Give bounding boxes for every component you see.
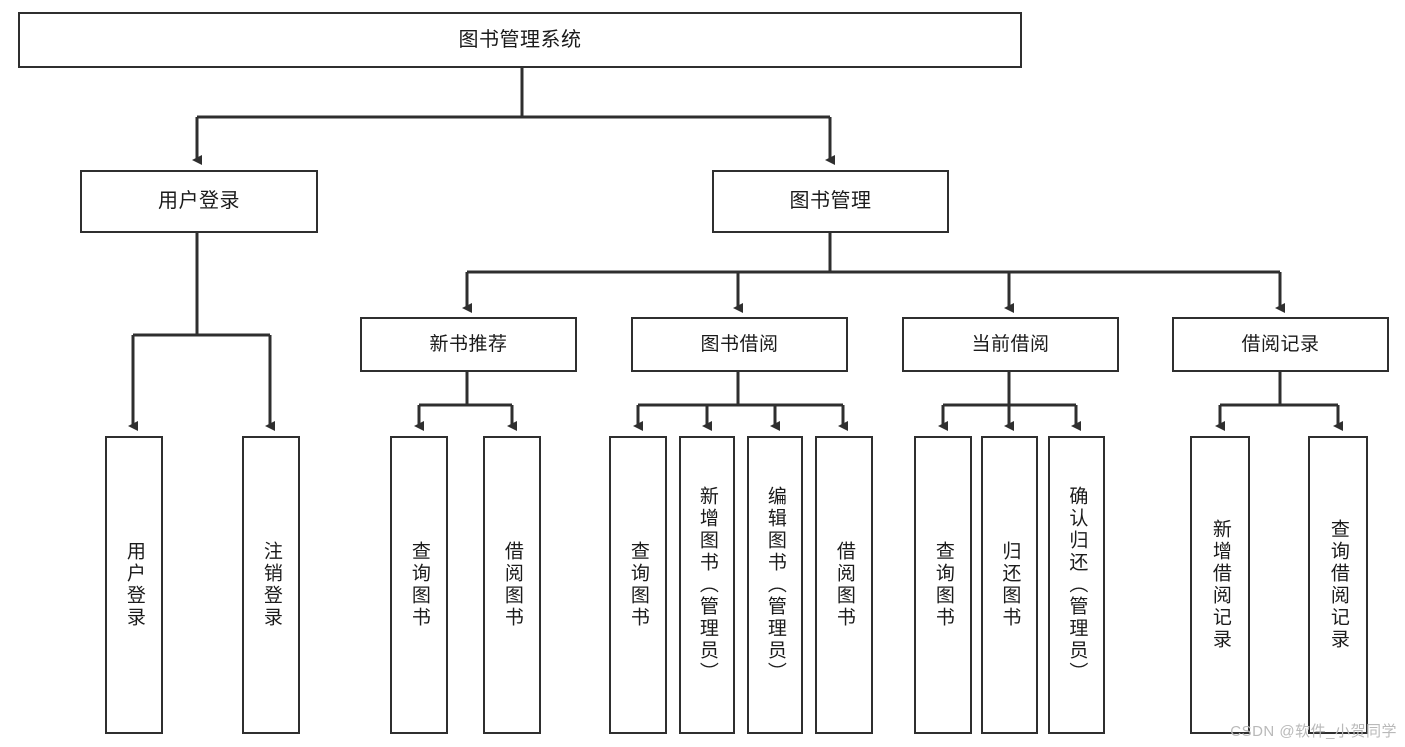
node-label: 用户登录 bbox=[123, 541, 145, 629]
node-label: 图书借阅 bbox=[700, 333, 779, 355]
node-leaf-user-login[interactable]: 用户登录 bbox=[105, 436, 163, 734]
node-label: 查询图书 bbox=[627, 541, 649, 629]
node-label: 编辑图书（管理员） bbox=[764, 486, 786, 684]
node-label: 归还图书 bbox=[999, 541, 1021, 629]
node-leaf-add-borrow-record[interactable]: 新增借阅记录 bbox=[1190, 436, 1250, 734]
node-label: 新书推荐 bbox=[429, 333, 508, 355]
node-book-management[interactable]: 图书管理 bbox=[712, 170, 949, 233]
node-leaf-borrow-book-recommend[interactable]: 借阅图书 bbox=[483, 436, 541, 734]
node-label: 图书管理系统 bbox=[458, 28, 582, 51]
node-leaf-borrow-book[interactable]: 借阅图书 bbox=[815, 436, 873, 734]
node-current-borrow[interactable]: 当前借阅 bbox=[902, 317, 1119, 372]
node-label: 查询借阅记录 bbox=[1327, 519, 1349, 651]
node-leaf-edit-book-admin[interactable]: 编辑图书（管理员） bbox=[747, 436, 803, 734]
node-label: 用户登录 bbox=[158, 190, 240, 212]
node-label: 确认归还（管理员） bbox=[1066, 486, 1088, 684]
node-label: 图书管理 bbox=[789, 190, 872, 212]
node-leaf-query-book-current[interactable]: 查询图书 bbox=[914, 436, 972, 734]
node-leaf-confirm-return-admin[interactable]: 确认归还（管理员） bbox=[1048, 436, 1105, 734]
node-label: 借阅记录 bbox=[1241, 333, 1320, 355]
node-label: 新增借阅记录 bbox=[1209, 519, 1231, 651]
node-leaf-add-book-admin[interactable]: 新增图书（管理员） bbox=[679, 436, 735, 734]
node-leaf-return-book[interactable]: 归还图书 bbox=[981, 436, 1038, 734]
node-label: 当前借阅 bbox=[971, 333, 1050, 355]
node-leaf-query-book-recommend[interactable]: 查询图书 bbox=[390, 436, 448, 734]
node-label: 查询图书 bbox=[408, 541, 430, 629]
node-leaf-logout[interactable]: 注销登录 bbox=[242, 436, 300, 734]
node-label: 新增图书（管理员） bbox=[696, 486, 718, 684]
node-label: 借阅图书 bbox=[501, 541, 523, 629]
node-leaf-query-book-borrow[interactable]: 查询图书 bbox=[609, 436, 667, 734]
node-user-login[interactable]: 用户登录 bbox=[80, 170, 318, 233]
node-root-system[interactable]: 图书管理系统 bbox=[18, 12, 1022, 68]
node-leaf-query-borrow-record[interactable]: 查询借阅记录 bbox=[1308, 436, 1368, 734]
node-new-book-recommend[interactable]: 新书推荐 bbox=[360, 317, 577, 372]
node-borrow-record[interactable]: 借阅记录 bbox=[1172, 317, 1389, 372]
node-label: 借阅图书 bbox=[833, 541, 855, 629]
node-book-borrow[interactable]: 图书借阅 bbox=[631, 317, 848, 372]
node-label: 注销登录 bbox=[260, 541, 282, 629]
node-label: 查询图书 bbox=[932, 541, 954, 629]
